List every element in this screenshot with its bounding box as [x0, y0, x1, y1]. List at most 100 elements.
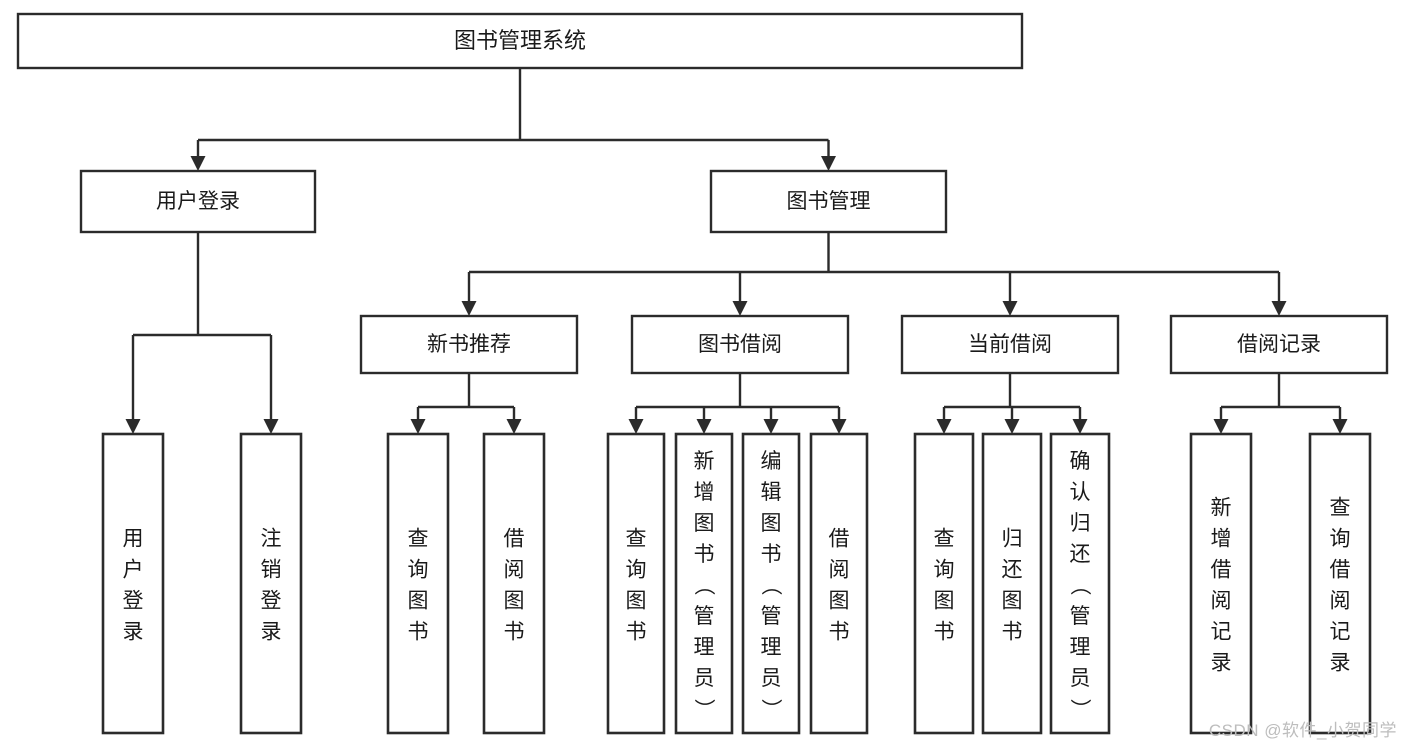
node-label-query-book-2: 书 [626, 621, 647, 644]
node-label-confirm-return-admin: （ [1068, 575, 1091, 596]
node-label-query-book-3: 询 [934, 559, 955, 582]
node-label-query-book-2: 图 [626, 590, 647, 613]
node-label-add-book-admin: 理 [694, 636, 715, 659]
node-box-query-borrow-record [1308, 432, 1372, 735]
node-label-confirm-return-admin: 管 [1070, 605, 1091, 628]
node-label-query-borrow-record: 阅 [1330, 590, 1351, 613]
node-label-borrow-book-1: 阅 [504, 559, 525, 582]
node-label-query-book-2: 查 [626, 528, 647, 551]
node-label-user-login-do: 户 [123, 559, 144, 582]
arrow-to-add-borrow-record [1213, 419, 1229, 434]
node-box-confirm-return-admin [1049, 432, 1111, 735]
node-label-confirm-return-admin: 员 [1070, 667, 1091, 690]
node-label-confirm-return-admin: ） [1068, 699, 1091, 720]
node-label-borrow-book-1: 图 [504, 590, 525, 613]
node-label-current-borrow: 当前借阅 [968, 333, 1052, 356]
node-box-user-logout [239, 432, 303, 735]
node-label-query-borrow-record: 借 [1330, 559, 1351, 582]
node-label-edit-book-admin: 辑 [761, 481, 782, 504]
node-label-new-book-recommend: 新书推荐 [427, 333, 511, 356]
node-label-add-book-admin: 员 [694, 667, 715, 690]
arrow-to-book-manage [821, 156, 836, 171]
node-user-login[interactable]: 用户登录 [79, 169, 317, 234]
node-label-return-book: 还 [1002, 559, 1023, 582]
node-label-edit-book-admin: 图 [761, 512, 782, 535]
node-label-add-borrow-record: 借 [1211, 559, 1232, 582]
node-box-user-login-do [101, 432, 165, 735]
node-label-user-login-do: 用 [123, 528, 144, 551]
node-box-add-book-admin [674, 432, 734, 735]
node-box-borrow-records [1169, 314, 1389, 375]
node-label-user-logout: 注 [261, 528, 282, 551]
node-label-confirm-return-admin: 归 [1070, 512, 1091, 535]
node-label-book-manage: 图书管理 [787, 190, 871, 213]
node-label-borrow-book-1: 书 [504, 621, 525, 644]
node-label-user-logout: 录 [261, 621, 282, 644]
arrow-to-user-logout [263, 419, 279, 434]
node-box-user-login [79, 169, 317, 234]
node-borrow-records[interactable]: 借阅记录 [1169, 314, 1389, 375]
node-label-edit-book-admin: 管 [761, 605, 782, 628]
node-layer: 图书管理系统用户登录用户登录注销登录图书管理新书推荐查询图书借阅图书图书借阅查询… [16, 12, 1389, 735]
arrow-to-query-book-2 [628, 419, 644, 434]
node-label-query-book-1: 书 [408, 621, 429, 644]
node-label-query-borrow-record: 记 [1330, 621, 1351, 644]
connector-layer [125, 68, 1348, 434]
node-label-add-book-admin: （ [692, 575, 715, 596]
arrow-to-new-book-recommend [461, 301, 477, 316]
node-user-login-do[interactable]: 用户登录 [101, 432, 165, 735]
node-box-query-book-3 [913, 432, 975, 735]
arrow-to-current-borrow [1002, 301, 1018, 316]
node-label-query-book-3: 书 [934, 621, 955, 644]
node-label-add-book-admin: 新 [694, 450, 715, 473]
node-label-borrow-book-2: 图 [829, 590, 850, 613]
node-label-add-borrow-record: 增 [1211, 528, 1232, 551]
node-label-query-borrow-record: 询 [1330, 528, 1351, 551]
node-box-query-book-2 [606, 432, 666, 735]
node-box-edit-book-admin [741, 432, 801, 735]
node-label-user-logout: 销 [261, 559, 282, 582]
node-label-user-logout: 登 [261, 590, 282, 613]
node-root[interactable]: 图书管理系统 [16, 12, 1024, 70]
node-box-book-borrow [630, 314, 850, 375]
node-box-new-book-recommend [359, 314, 579, 375]
node-label-add-borrow-record: 记 [1211, 621, 1232, 644]
node-label-add-book-admin: 书 [694, 543, 715, 566]
node-book-manage[interactable]: 图书管理 [709, 169, 948, 234]
node-label-edit-book-admin: 员 [761, 667, 782, 690]
node-label-borrow-book-2: 借 [829, 528, 850, 551]
node-label-user-login: 用户登录 [156, 190, 240, 213]
node-label-borrow-book-1: 借 [504, 528, 525, 551]
watermark-text: CSDN @软件_小贺同学 [1208, 721, 1397, 740]
node-label-edit-book-admin: ） [759, 699, 782, 720]
node-label-borrow-book-2: 书 [829, 621, 850, 644]
node-new-book-recommend[interactable]: 新书推荐 [359, 314, 579, 375]
node-current-borrow[interactable]: 当前借阅 [900, 314, 1120, 375]
node-label-query-book-3: 查 [934, 528, 955, 551]
arrow-to-query-book-1 [410, 419, 426, 434]
node-book-borrow[interactable]: 图书借阅 [630, 314, 850, 375]
arrow-to-add-book-admin [696, 419, 712, 434]
node-label-borrow-book-2: 阅 [829, 559, 850, 582]
node-label-user-login-do: 登 [123, 590, 144, 613]
node-box-book-manage [709, 169, 948, 234]
arrow-to-user-login [190, 156, 206, 171]
arrow-to-borrow-book-2 [831, 419, 847, 434]
node-label-query-book-2: 询 [626, 559, 647, 582]
node-label-edit-book-admin: 书 [761, 543, 782, 566]
node-box-borrow-book-2 [809, 432, 869, 735]
